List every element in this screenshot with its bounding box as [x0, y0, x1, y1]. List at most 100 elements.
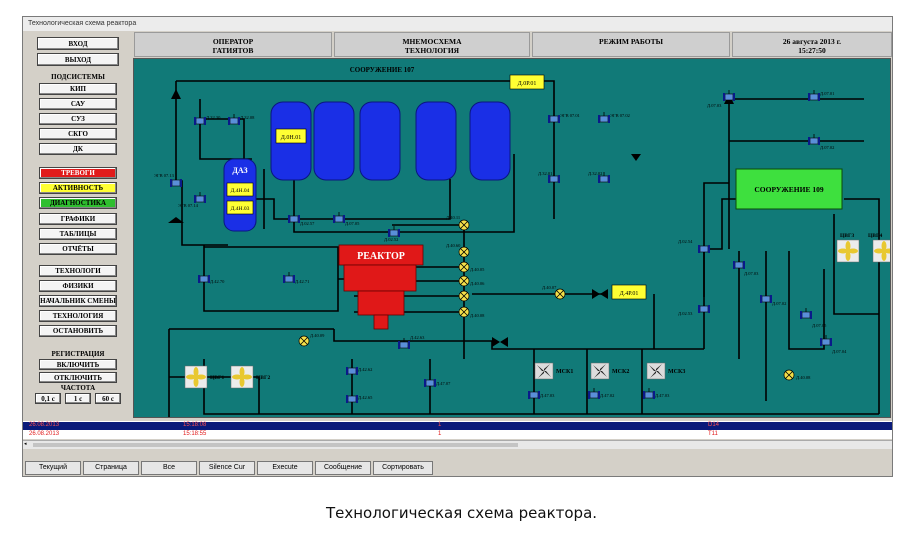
valve-d4265[interactable]	[345, 391, 359, 404]
tank-3	[359, 101, 401, 181]
fan-cvg3-icon[interactable]	[836, 239, 860, 263]
subsystem-suz-button[interactable]: СУЗ	[39, 113, 117, 125]
tab-page[interactable]: Страница	[83, 461, 139, 475]
stop-button[interactable]: ОСТАНОВИТЬ	[39, 325, 117, 337]
valve-egv0702[interactable]	[597, 111, 611, 124]
tab-sort[interactable]: Сортировать	[373, 461, 433, 475]
date-label: 26 августа 2013 г.	[782, 37, 842, 46]
tank-2	[313, 101, 355, 181]
valve-d0705b[interactable]	[799, 307, 813, 320]
tables-button[interactable]: ТАБЛИЦЫ	[39, 228, 117, 240]
valve-d0254[interactable]	[697, 241, 711, 254]
subsystem-sau-button[interactable]: САУ	[39, 98, 117, 110]
alarms-button[interactable]: ТРЕВОГИ	[39, 167, 117, 179]
valve-d0257[interactable]	[287, 211, 301, 224]
valve-d4008[interactable]	[458, 306, 470, 318]
fan-cvg2-icon[interactable]	[230, 365, 254, 389]
valve-d0702[interactable]	[759, 291, 773, 304]
fan-cvg4-icon[interactable]	[872, 239, 892, 263]
tag-d3202: Д.32.02	[588, 171, 602, 176]
valve-d4262[interactable]	[345, 363, 359, 376]
registration-on-button[interactable]: ВКЛЮЧИТЬ	[39, 359, 117, 370]
physicists-button[interactable]: ФИЗИКИ	[39, 280, 117, 292]
shift-chief-button[interactable]: НАЧАЛЬНИК СМЕНЫ	[39, 295, 117, 307]
tab-all[interactable]: Все	[141, 461, 197, 475]
tag-d0252: Д.02.52	[384, 237, 398, 242]
valve-d4703[interactable]	[527, 387, 541, 400]
log-row[interactable]: 26.08.2013 15:18:55 1 T11	[23, 431, 892, 439]
valve-egv0701[interactable]	[547, 111, 561, 124]
pump-msk1-icon[interactable]	[534, 362, 554, 380]
tag-d4008: Д.40.08	[470, 313, 485, 318]
valve-d0703-top[interactable]	[722, 89, 736, 102]
frequency-60s-button[interactable]: 60 с	[95, 393, 121, 404]
horizontal-scrollbar[interactable]: ◂	[23, 440, 892, 449]
registration-off-button[interactable]: ОТКЛЮЧИТЬ	[39, 372, 117, 383]
event-log[interactable]: 26.08.2013 15:18:08 1 D14 26.08.2013 15:…	[23, 421, 892, 439]
subsystem-skgo-button[interactable]: СКГО	[39, 128, 117, 140]
frequency-01s-button[interactable]: 0,1 с	[35, 393, 61, 404]
bottom-toolbar: Текущий Страница Все Silence Cur Execute…	[23, 460, 892, 476]
tag-egv0702: ЭГВ 07.02	[610, 113, 630, 118]
storage-tanks	[270, 101, 511, 181]
tag-d0703-top: Д.07.03	[707, 103, 722, 108]
subsystem-dk-button[interactable]: ДК	[39, 143, 117, 155]
diagnostics-button[interactable]: ДИАГНОСТИКА	[39, 197, 117, 209]
tab-execute[interactable]: Execute	[257, 461, 313, 475]
building-109[interactable]	[735, 168, 843, 210]
tab-message[interactable]: Сообщение	[315, 461, 371, 475]
valve-d0703[interactable]	[732, 257, 746, 270]
valve-d0253[interactable]	[697, 301, 711, 314]
tag-d0702: Д.07.02	[772, 301, 786, 306]
valve-d0704[interactable]	[819, 334, 833, 347]
valve-egv0714[interactable]	[193, 191, 207, 204]
reports-button[interactable]: ОТЧЁТЫ	[39, 243, 117, 255]
log-row[interactable]: 26.08.2013 15:18:08 1 D14	[23, 422, 892, 430]
valve-d0701[interactable]	[807, 89, 821, 102]
valve-d4009[interactable]	[298, 335, 310, 347]
technologists-button[interactable]: ТЕХНОЛОГИ	[39, 265, 117, 277]
mid-sensor-box	[611, 284, 647, 300]
valve-d4007b[interactable]	[554, 288, 566, 300]
valve-d4270[interactable]	[197, 271, 211, 284]
login-button[interactable]: ВХОД	[37, 37, 119, 50]
valve-d4006[interactable]	[458, 275, 470, 287]
subsystems-title: ПОДСИСТЕМЫ	[51, 73, 105, 81]
pump-msk3-icon[interactable]	[646, 362, 666, 380]
valve-d4703b[interactable]	[642, 387, 656, 400]
fan-cvg3-label: ЦВГ3	[840, 233, 854, 239]
mnemo-panel: МНЕМОСХЕМА ТЕХНОЛОГИЯ	[334, 32, 530, 57]
scroll-left-icon[interactable]: ◂	[24, 442, 27, 447]
valve-d3208[interactable]	[227, 113, 241, 126]
valve-d4271[interactable]	[282, 271, 296, 284]
tab-silence-cur[interactable]: Silence Cur	[199, 461, 255, 475]
registration-title: РЕГИСТРАЦИЯ	[51, 350, 105, 358]
valve-d4005[interactable]	[458, 261, 470, 273]
valve-d4263[interactable]	[397, 337, 411, 350]
valve-d0252[interactable]	[387, 225, 401, 238]
tab-current[interactable]: Текущий	[25, 461, 81, 475]
valve-d4007[interactable]	[458, 290, 470, 302]
scrollbar-thumb[interactable]	[33, 443, 518, 447]
valve-d4008b[interactable]	[783, 369, 795, 381]
valve-d4011[interactable]	[458, 219, 470, 231]
logout-button[interactable]: ВЫХОД	[37, 53, 119, 66]
valve-d4060[interactable]	[458, 246, 470, 258]
valve-d3230[interactable]	[193, 113, 207, 126]
valve-d0702-top[interactable]	[807, 133, 821, 146]
pump-msk2-icon[interactable]	[590, 362, 610, 380]
graphs-button[interactable]: ГРАФИКИ	[39, 213, 117, 225]
activity-button[interactable]: АКТИВНОСТЬ	[39, 182, 117, 194]
fan-cvg4-label: ЦВГ4	[868, 233, 882, 239]
technology-button[interactable]: ТЕХНОЛОГИЯ	[39, 310, 117, 322]
mid-sensor-label: Д.4Р.01	[620, 291, 639, 297]
fan-cvg1-icon[interactable]	[184, 365, 208, 389]
valve-d4702[interactable]	[587, 387, 601, 400]
tag-d4262: Д.42.62	[358, 367, 372, 372]
subsystem-kip-button[interactable]: КИП	[39, 83, 117, 95]
reactor[interactable]	[338, 244, 424, 330]
valve-d0705[interactable]	[332, 211, 346, 224]
log-num: 1	[438, 422, 442, 428]
frequency-1s-button[interactable]: 1 с	[65, 393, 91, 404]
valve-d4707[interactable]	[423, 375, 437, 388]
